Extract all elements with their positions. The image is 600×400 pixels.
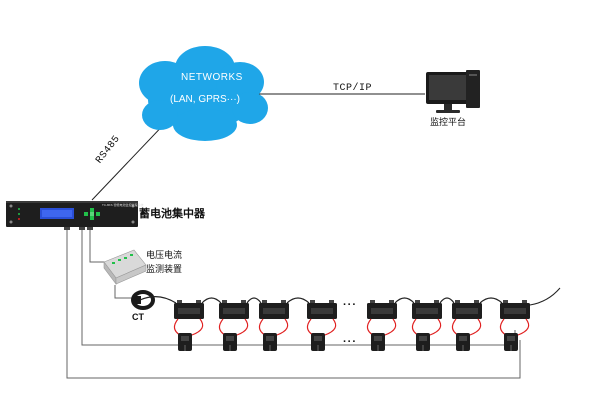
battery-terminal [241,300,246,303]
cell-monitor-window [459,336,467,341]
cell-link-wire [439,297,455,304]
battery-terminal [389,300,394,303]
battery-terminal [329,300,334,303]
battery-terminal [474,300,479,303]
battery-string [139,296,530,351]
battery-terminal [281,300,286,303]
battery-terminal [310,300,315,303]
battery-terminal [177,300,182,303]
sense-wire-red [517,318,530,336]
sense-wire-red [276,318,289,336]
ellipsis-bottom: ··· [343,336,357,348]
collector-bus-wire [66,228,521,379]
monitor-platform-computer[interactable] [426,70,480,113]
rs485-link [91,117,171,201]
concentrator-panel-text: TC-8KS 智能电池监控管理系统 [102,203,144,207]
sense-wire-red [306,318,314,336]
cell-monitor-window [314,336,322,341]
sense-wire-red [366,318,374,336]
concentrator-ports [64,227,93,230]
sense-wire-red [258,318,266,336]
battery-terminal [522,300,527,303]
battery-terminal [262,300,267,303]
sense-wire-red [384,318,397,336]
sense-wire-red [173,318,181,336]
battery-label-plate [311,308,333,314]
sensor-label-line2: 监测装置 [146,265,183,275]
battery-terminal [370,300,375,303]
cell-monitor-window [374,336,382,341]
cell-link-wire [479,297,503,304]
string-return-wire [529,287,561,306]
sense-wire-red [191,318,204,336]
battery-terminal [222,300,227,303]
ct-label: CT [132,312,144,322]
network-subtitle: (LAN, GPRS···) [170,94,240,105]
battery-label-plate [371,308,393,314]
battery-label-plate [456,308,478,314]
sensor-label-line1: 电压电流 [146,251,183,261]
network-title: NETWORKS [181,72,243,83]
cell-monitor-window [419,336,427,341]
sense-wire-red [324,318,337,336]
sensor-to-ct-wire [114,285,135,299]
battery-terminal [503,300,508,303]
sense-wire-red [451,318,459,336]
ct-current-clamp[interactable] [131,290,155,310]
battery-label-plate [223,308,245,314]
cell-link-wire [286,297,310,304]
cell-monitor-window [226,336,234,341]
battery-terminal [196,300,201,303]
sensor-feed-wire [89,228,110,263]
sense-wire-red [236,318,249,336]
battery-label-plate [263,308,285,314]
cell-monitor-window [181,336,189,341]
ct-to-cell-wire [139,296,177,304]
battery-terminal [455,300,460,303]
cell-link-wire [246,297,262,304]
battery-label-plate [504,308,526,314]
battery-label-plate [178,308,200,314]
cell-link-wire [394,297,415,304]
sense-wire-red [469,318,482,336]
battery-terminal [434,300,439,303]
concentrator-keypad[interactable] [84,208,100,220]
cell-link-wire [201,297,222,304]
network-cloud [139,46,268,141]
ellipsis-top: ··· [343,299,357,311]
cell-monitor-window [266,336,274,341]
sense-wire-red [499,318,507,336]
tcp-ip-label: TCP/IP [333,83,373,94]
battery-concentrator-device[interactable] [6,201,138,230]
monitor-platform-label: 监控平台 [430,118,467,128]
sensor-bus-wire [81,228,516,346]
sense-wire-red [429,318,442,336]
battery-terminal [415,300,420,303]
cell-monitor-window [507,336,515,341]
sense-wire-red [411,318,419,336]
battery-label-plate [416,308,438,314]
concentrator-label: 蓄电池集中器 [139,207,205,220]
sense-wire-red [218,318,226,336]
voltage-current-sensor-module[interactable] [103,249,147,285]
